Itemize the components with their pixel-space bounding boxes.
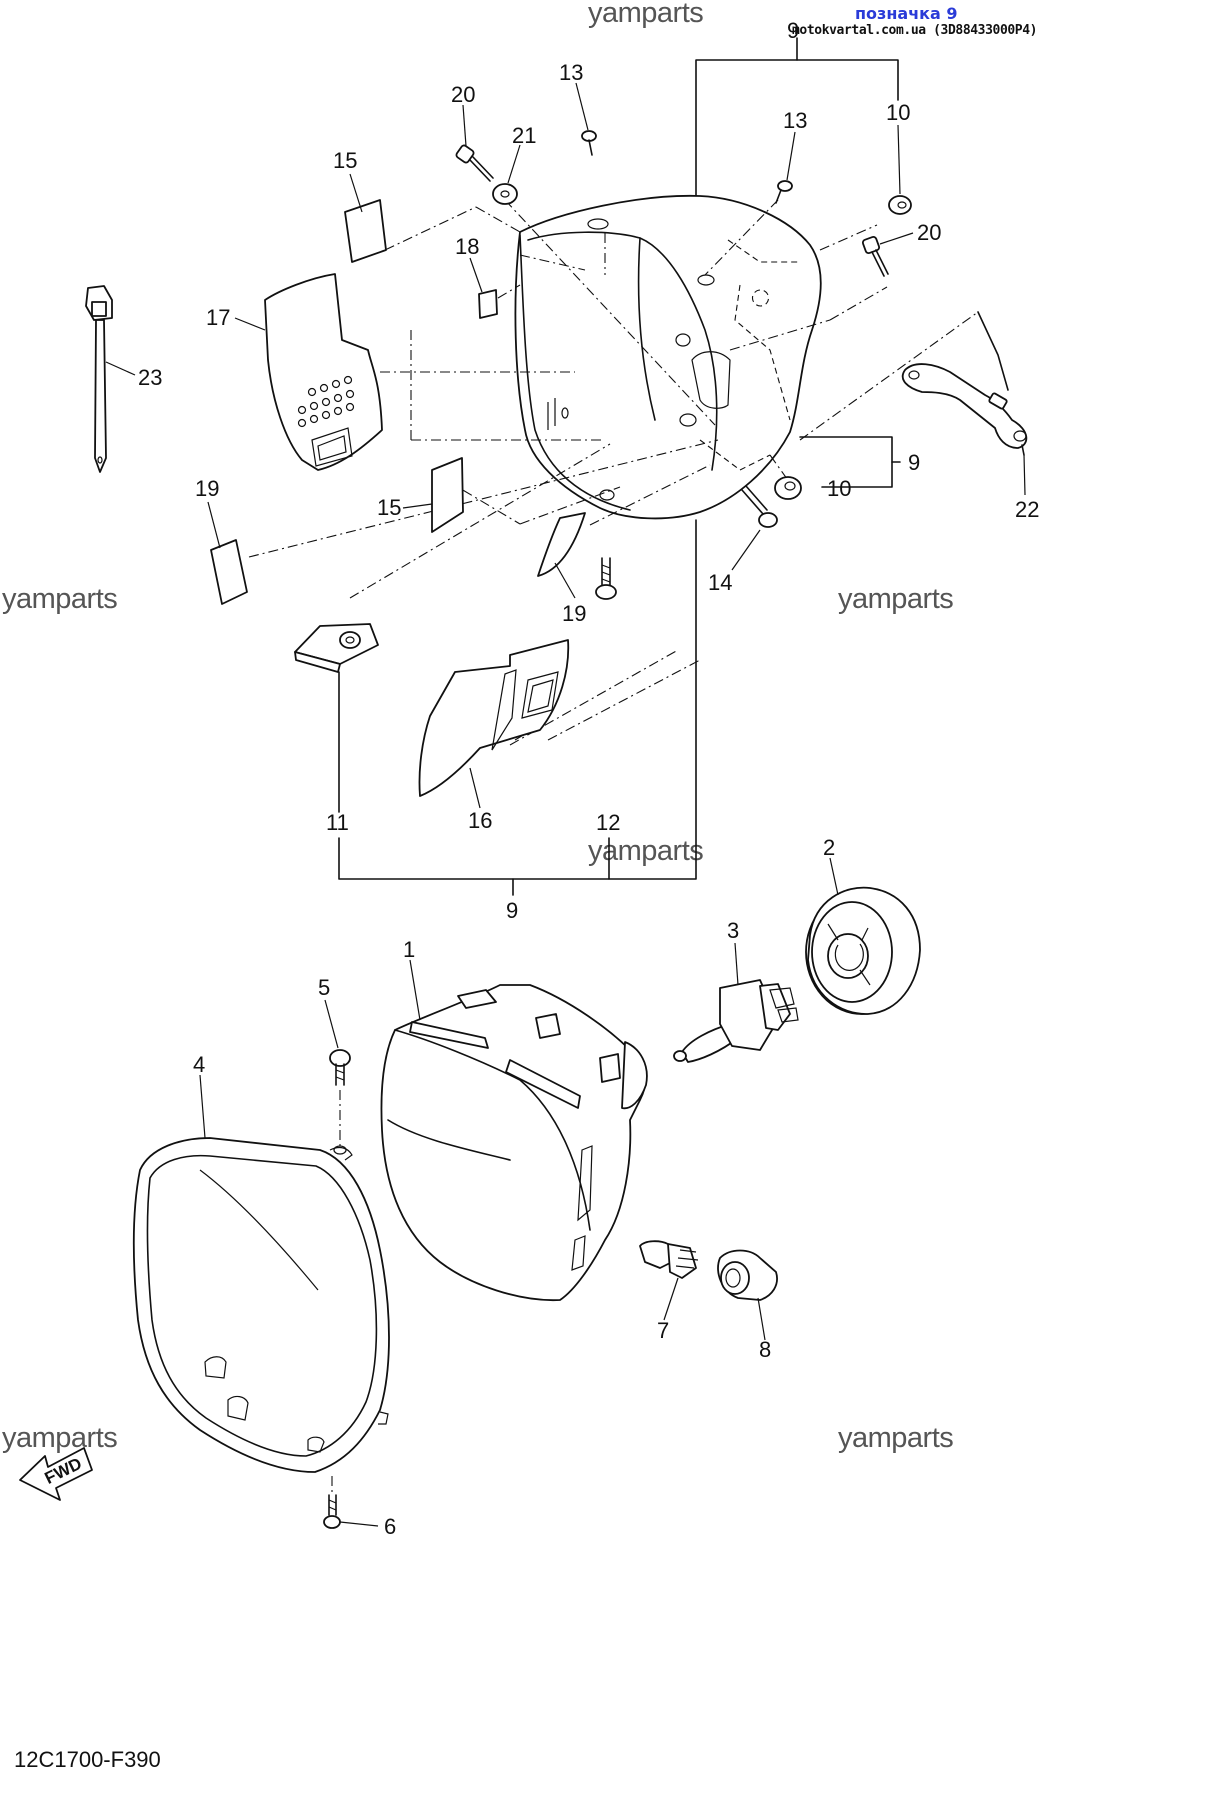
callout-22: 22 xyxy=(1015,497,1039,522)
bulb-cover-2 xyxy=(805,886,921,1015)
watermark-center: yamparts xyxy=(588,835,703,867)
callout-6: 6 xyxy=(384,1514,396,1539)
callout-16: 16 xyxy=(468,808,492,833)
callout-13-top: 13 xyxy=(559,60,583,85)
exploded-view-drawing: yamparts yamparts yamparts yamparts yamp… xyxy=(2,0,1039,1539)
screw-13-right xyxy=(775,180,793,204)
watermark-right-bottom: yamparts xyxy=(838,1422,953,1454)
callout-11: 11 xyxy=(326,810,349,835)
bracket-22 xyxy=(901,363,1028,456)
headlight-housing xyxy=(514,194,822,520)
diagram-label: позначка 9 xyxy=(855,4,958,23)
decal-19-right xyxy=(537,512,586,577)
watermark-left-mid: yamparts xyxy=(2,583,117,615)
bolt-12 xyxy=(595,557,617,600)
callout-15-upper: 15 xyxy=(333,148,357,173)
diagram-code: 12C1700-F390 xyxy=(14,1747,161,1772)
decal-19-left xyxy=(210,539,248,605)
screw-6 xyxy=(323,1494,341,1529)
bolt-20-left xyxy=(455,144,494,182)
group-9-brackets xyxy=(338,37,901,896)
callout-18: 18 xyxy=(455,234,479,259)
callout-1: 1 xyxy=(403,937,415,962)
callout-23: 23 xyxy=(138,365,162,390)
watermark-left-bottom: yamparts xyxy=(2,1422,117,1454)
watermark-top: yamparts xyxy=(588,0,703,29)
cover-17 xyxy=(264,273,383,471)
callout-4: 4 xyxy=(193,1052,205,1077)
label-18 xyxy=(478,289,498,319)
cover-16 xyxy=(418,639,570,797)
callout-13-right: 13 xyxy=(783,108,807,133)
halogen-bulb-3 xyxy=(673,979,799,1063)
parts-diagram-page: позначка 9 motokvartal.com.ua (3D8843300… xyxy=(2,0,1040,1772)
callout-20-left: 20 xyxy=(451,82,475,107)
headlight-rim-4 xyxy=(132,1137,390,1473)
callout-7: 7 xyxy=(657,1318,669,1343)
screw-13-top xyxy=(581,130,597,156)
decal-15-upper xyxy=(344,199,387,263)
callout-8: 8 xyxy=(759,1337,771,1362)
callout-21: 21 xyxy=(512,123,536,148)
callout-12: 12 xyxy=(596,810,620,835)
headlight-unit-1 xyxy=(380,984,648,1302)
callout-10-top: 10 xyxy=(886,100,910,125)
screw-14 xyxy=(741,485,778,528)
bracket-11 xyxy=(294,623,379,813)
callout-10-bottom: 10 xyxy=(827,476,851,501)
socket-8 xyxy=(717,1249,778,1301)
callout-14: 14 xyxy=(708,570,732,595)
callout-2: 2 xyxy=(823,835,835,860)
callout-3: 3 xyxy=(727,918,739,943)
grommet-10-bottom xyxy=(774,476,802,500)
grommet-10-top xyxy=(888,195,912,215)
bolt-20-right xyxy=(861,235,889,277)
callout-20-right: 20 xyxy=(917,220,941,245)
callout-5: 5 xyxy=(318,975,330,1000)
washer-21 xyxy=(492,183,518,205)
position-bulb-7 xyxy=(639,1240,699,1279)
callout-numbers: 9 20 21 13 13 10 20 15 18 17 23 9 10 19 … xyxy=(138,18,1039,1539)
cable-tie-23 xyxy=(85,285,113,473)
source-reference: motokvartal.com.ua (3D88433000P4) xyxy=(792,23,1038,38)
watermark-right-mid: yamparts xyxy=(838,583,953,615)
vent-holes xyxy=(297,375,355,428)
lower-assembly-lines xyxy=(331,1090,341,1494)
fwd-arrow-icon: FWD xyxy=(19,1447,93,1501)
screw-5 xyxy=(329,1049,351,1086)
callout-leaders xyxy=(105,82,1026,1527)
callout-19-left: 19 xyxy=(195,476,219,501)
callout-19-right: 19 xyxy=(562,601,586,626)
decal-15-lower xyxy=(431,457,464,533)
assembly-lines xyxy=(248,199,1009,746)
callout-9-bottom: 9 xyxy=(506,898,518,923)
callout-9-top: 9 xyxy=(787,18,799,43)
callout-9-right: 9 xyxy=(908,450,920,475)
callout-17: 17 xyxy=(206,305,230,330)
callout-15-lower: 15 xyxy=(377,495,401,520)
